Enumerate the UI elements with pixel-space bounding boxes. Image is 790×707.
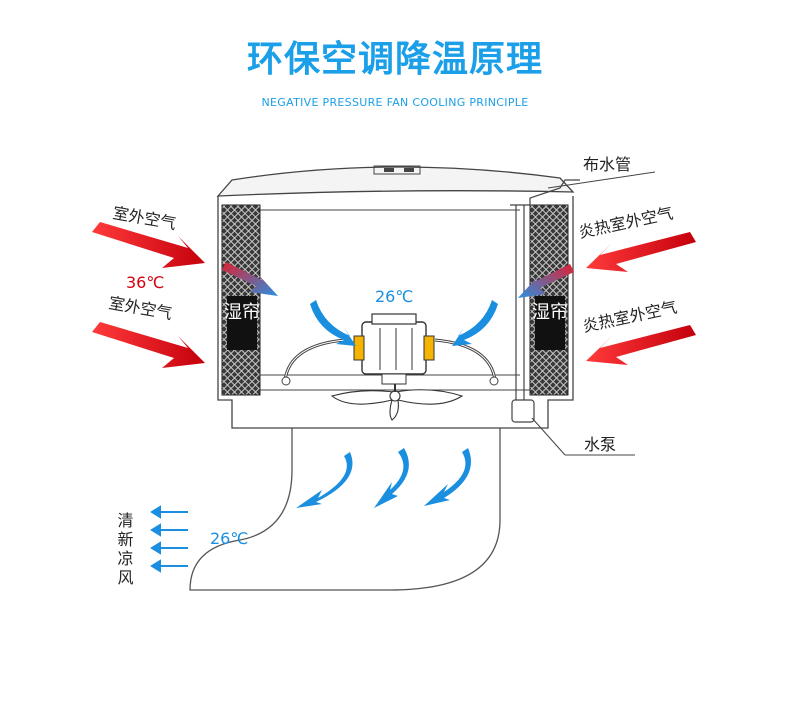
outflow-arrow-1 <box>296 452 353 508</box>
hot-air-arrow-right-bottom <box>586 325 696 365</box>
exit-arrows <box>150 505 188 573</box>
hot-air-arrow-left-bottom <box>92 322 205 368</box>
cabinet-body <box>217 196 574 429</box>
hot-air-arrow-right-top <box>586 232 696 272</box>
control-panel <box>373 165 421 175</box>
cool-air-arrow-inside-right <box>452 300 498 346</box>
wet-curtain-label-left: 湿帘 <box>224 302 260 323</box>
water-pipe <box>510 179 580 400</box>
label-temp-outside: 36℃ <box>126 273 164 292</box>
label-outdoor-air-bottom: 室外空气 <box>107 293 173 323</box>
page-title: 环保空调降温原理 <box>246 39 543 80</box>
label-cool-air: 清新凉风 <box>115 512 134 588</box>
transition-arrow-left <box>222 262 278 296</box>
outflow-arrow-2 <box>374 448 409 508</box>
label-temp-outlet: 26℃ <box>210 529 248 548</box>
fan-motor <box>353 313 435 385</box>
transition-arrow-right <box>518 264 574 298</box>
air-duct <box>189 428 501 591</box>
label-temp-inside: 26℃ <box>375 287 413 306</box>
cool-air-arrow-inside-left <box>310 300 356 346</box>
outflow-arrow-3 <box>424 448 471 506</box>
page-subtitle: NEGATIVE PRESSURE FAN COOLING PRINCIPLE <box>261 96 529 109</box>
label-hot-air-bottom: 炎热室外空气 <box>581 297 679 336</box>
wet-curtain-label-right: 湿帘 <box>532 302 568 323</box>
fan-blades <box>330 389 464 421</box>
cabinet-roof <box>216 166 575 197</box>
hot-air-arrow-left-top <box>92 222 205 268</box>
label-water-pump: 水泵 <box>584 435 616 454</box>
label-hot-air-top: 炎热室外空气 <box>577 203 675 242</box>
water-pump <box>511 399 535 423</box>
label-water-pipe: 布水管 <box>583 155 631 174</box>
